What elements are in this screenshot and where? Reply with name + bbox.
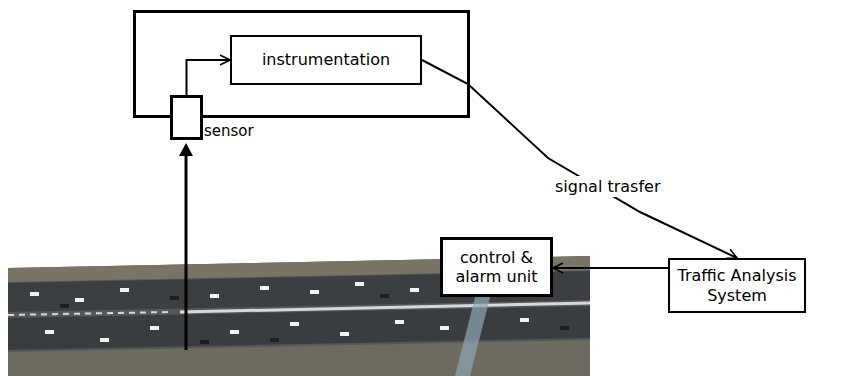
box-label: instrumentation: [256, 46, 396, 73]
carriageway: [8, 306, 590, 350]
box-label: control & alarm unit: [443, 244, 550, 290]
instrumentation-box: instrumentation: [230, 35, 422, 85]
cars: [60, 294, 569, 344]
edge-label: signal trasfer: [552, 176, 663, 197]
median: [8, 312, 170, 315]
median: [180, 303, 590, 312]
sensor-box: sensor: [170, 95, 203, 140]
signal-arrow: [187, 60, 231, 95]
signal-arrow: [422, 60, 737, 258]
sensing-arrowhead: [179, 143, 193, 156]
sensing-arrow: [185, 152, 188, 350]
signal-arrow: [553, 267, 668, 269]
box-label: Traffic Analysis System: [670, 262, 804, 308]
control-alarm-box: control & alarm unit: [440, 237, 553, 297]
sensor-label: sensor: [204, 122, 254, 140]
analysis-box: Traffic Analysis System: [668, 258, 806, 313]
